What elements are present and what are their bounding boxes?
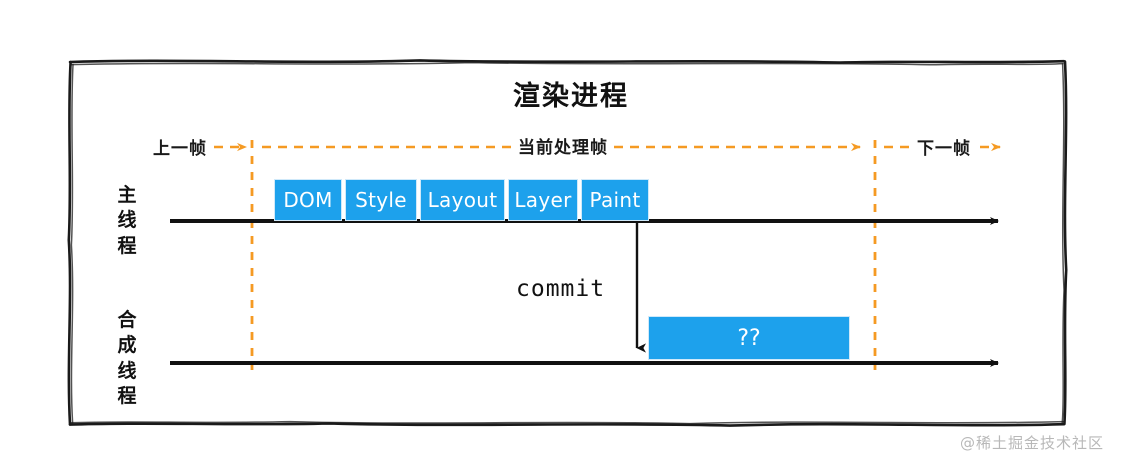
outer-frame <box>67 59 1068 427</box>
compositor-thread-label: 合 成 线 程 <box>110 308 144 409</box>
pipeline-stage-dom[interactable]: DOM <box>274 179 342 221</box>
compositor-task-block[interactable]: ?? <box>648 316 850 360</box>
timeline-label-current-frame: 当前处理帧 <box>513 133 613 158</box>
compositor-thread-label-char: 线 <box>117 359 137 382</box>
page-title: 渲染进程 <box>513 81 629 112</box>
pipeline-stage-layer[interactable]: Layer <box>508 179 578 221</box>
watermark: @稀土掘金技术社区 <box>960 434 1105 452</box>
pipeline-stage-style[interactable]: Style <box>345 179 417 221</box>
pipeline-stage-paint[interactable]: Paint <box>581 179 649 221</box>
main-thread-label-char: 线 <box>117 209 137 232</box>
timeline-label-next-frame: 下一帧 <box>912 134 976 159</box>
main-thread-label-char: 主 <box>117 184 137 206</box>
main-thread-label-char: 程 <box>117 234 137 257</box>
compositor-thread-label-char: 程 <box>117 384 137 407</box>
commit-annotation-label: commit <box>516 276 606 302</box>
compositor-thread-label-char: 成 <box>117 334 137 357</box>
timeline-label-previous-frame: 上一帧 <box>148 134 212 159</box>
compositor-thread-label-char: 合 <box>117 309 137 331</box>
main-thread-label: 主 线 程 <box>110 183 144 259</box>
pipeline-stage-layout[interactable]: Layout <box>420 179 505 221</box>
